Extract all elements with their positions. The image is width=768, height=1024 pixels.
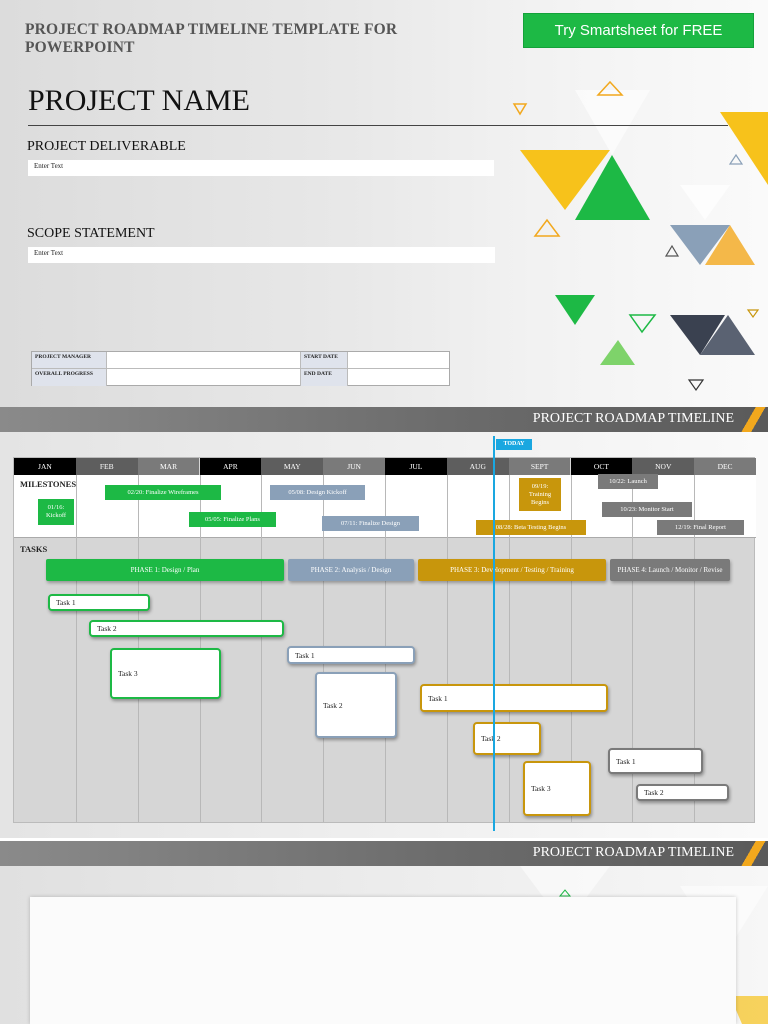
month-nov: NOV <box>632 458 695 475</box>
month-divider <box>261 475 263 822</box>
month-divider <box>632 475 634 822</box>
milestone-3[interactable]: 05/05: Finalize Plans <box>189 512 276 527</box>
task-bar-p4-10[interactable]: Task 2 <box>636 784 729 801</box>
roadmap-banner-2: PROJECT ROADMAP TIMELINE <box>0 841 768 866</box>
month-sept: SEPT <box>508 458 571 475</box>
milestones-label: MILESTONES <box>20 479 77 489</box>
milestone-8[interactable]: 10/22: Launch <box>598 474 658 489</box>
progress-label: OVERALL PROGRESS <box>32 369 107 386</box>
milestone-4[interactable]: 05/08: Design Kickoff <box>270 485 365 500</box>
banner-title-2: PROJECT ROADMAP TIMELINE <box>532 845 734 860</box>
deliverable-label: PROJECT DELIVERABLE <box>27 139 186 154</box>
task-bar-p2-4[interactable]: Task 1 <box>287 646 415 664</box>
phase-4-bar[interactable]: PHASE 4: Launch / Monitor / Revise <box>610 559 730 581</box>
milestone-5[interactable]: 07/11: Finalize Design <box>322 516 419 531</box>
scope-field[interactable]: Enter Text <box>28 247 495 263</box>
task-bar-p1-2[interactable]: Task 2 <box>89 620 284 637</box>
month-feb: FEB <box>75 458 138 475</box>
project-info-table: PROJECT MANAGER START DATE OVERALL PROGR… <box>31 351 450 386</box>
milestone-2[interactable]: 02/20: Finalize Wireframes <box>105 485 221 500</box>
decorative-triangles <box>512 80 768 392</box>
deliverable-field[interactable]: Enter Text <box>28 160 494 176</box>
title-divider <box>28 125 728 126</box>
start-date-field[interactable] <box>348 352 449 369</box>
start-date-label: START DATE <box>301 352 348 369</box>
tasks-label: TASKS <box>20 544 48 554</box>
milestone-10[interactable]: 12/19: Final Report <box>657 520 744 535</box>
roadmap-banner: PROJECT ROADMAP TIMELINE <box>0 407 768 432</box>
month-divider <box>570 475 572 822</box>
month-apr: APR <box>199 458 262 475</box>
progress-field[interactable] <box>107 369 301 386</box>
milestone-1[interactable]: 01/16: Kickoff <box>38 499 74 525</box>
month-divider <box>508 475 510 822</box>
month-jul: JUL <box>385 458 447 475</box>
task-bar-p1-3[interactable]: Task 3 <box>110 648 221 699</box>
month-may: MAY <box>261 458 324 475</box>
month-divider <box>446 475 448 822</box>
month-mar: MAR <box>137 458 200 475</box>
month-aug: AUG <box>446 458 509 475</box>
today-marker-label: TODAY <box>496 439 532 450</box>
task-bar-p1-1[interactable]: Task 1 <box>48 594 150 611</box>
month-oct: OCT <box>570 458 633 475</box>
banner-title: PROJECT ROADMAP TIMELINE <box>532 411 734 426</box>
task-bar-p2-5[interactable]: Task 2 <box>315 672 397 738</box>
banner-accent-2 <box>738 841 768 866</box>
milestone-9[interactable]: 10/23: Monitor Start <box>602 502 692 517</box>
month-divider <box>694 475 696 822</box>
try-smartsheet-button[interactable]: Try Smartsheet for FREE <box>523 13 754 48</box>
task-bar-p4-9[interactable]: Task 1 <box>608 748 703 774</box>
project-info-slide: PROJECT ROADMAP TIMELINE TEMPLATE FOR PO… <box>0 0 768 407</box>
banner-accent <box>738 407 768 432</box>
manager-label: PROJECT MANAGER <box>32 352 107 369</box>
scope-label: SCOPE STATEMENT <box>27 226 155 241</box>
milestone-6[interactable]: 09/19: Training Begins <box>519 478 561 511</box>
month-divider <box>75 475 77 822</box>
task-bar-p3-8[interactable]: Task 3 <box>523 761 591 816</box>
end-date-field[interactable] <box>348 369 449 386</box>
today-marker-line[interactable] <box>493 436 495 831</box>
manager-field[interactable] <box>107 352 301 369</box>
phase-2-bar[interactable]: PHASE 2: Analysis / Design <box>288 559 414 581</box>
task-bar-p3-6[interactable]: Task 1 <box>420 684 608 712</box>
task-bar-p3-7[interactable]: Task 2 <box>473 722 541 755</box>
content-card <box>30 897 736 1024</box>
milestone-7[interactable]: 08/28: Beta Testing Begins <box>476 520 586 535</box>
end-date-label: END DATE <box>301 369 348 386</box>
month-jan: JAN <box>14 458 76 475</box>
phase-1-bar[interactable]: PHASE 1: Design / Plan <box>46 559 284 581</box>
project-name-heading[interactable]: PROJECT NAME <box>28 84 250 117</box>
month-jun: JUN <box>323 458 385 475</box>
month-dec: DEC <box>694 458 756 475</box>
phase-3-bar[interactable]: PHASE 3: Development / Testing / Trainin… <box>418 559 606 581</box>
document-title: PROJECT ROADMAP TIMELINE TEMPLATE FOR PO… <box>25 21 398 56</box>
